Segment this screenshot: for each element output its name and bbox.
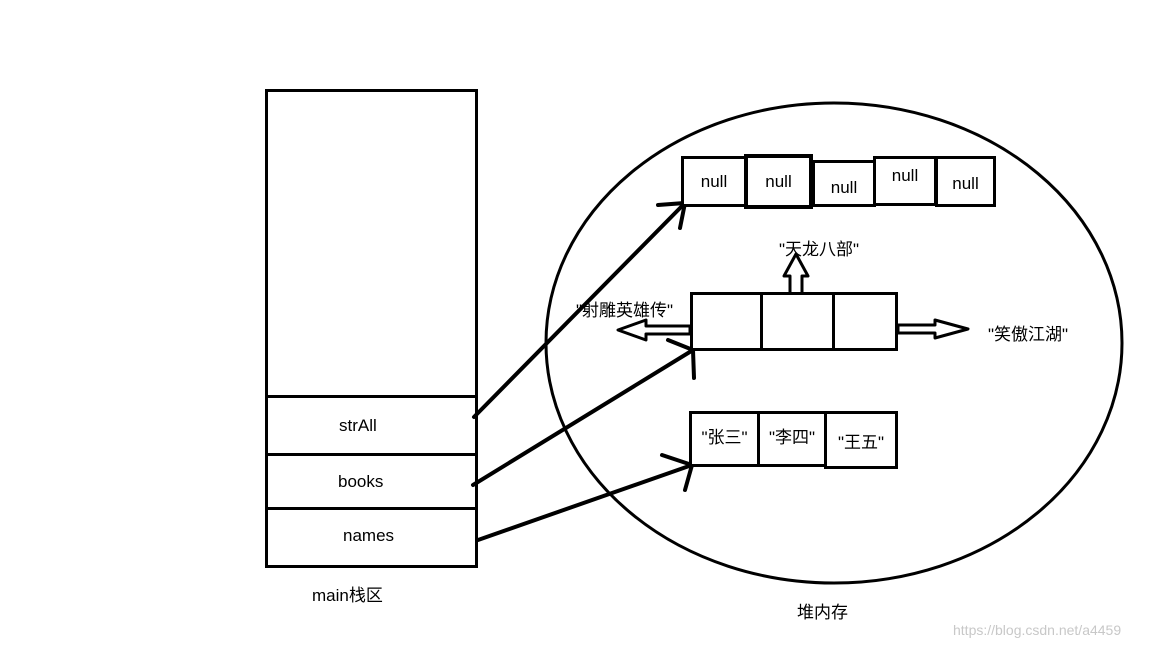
var-label-strall: strAll [339,416,377,435]
books-cell [690,292,763,351]
reference-arrows [471,200,696,542]
stack-slot-names [265,507,478,568]
names-cell: "王五" [824,411,898,469]
null-cell: null [812,160,876,207]
up-hollow-arrow [782,252,810,296]
null-cell: null [681,156,747,207]
var-label-books: books [338,472,384,491]
right-hollow-arrow [896,318,970,340]
stack-caption: main栈区 [312,586,383,605]
var-label-names: names [343,526,395,545]
watermark: https://blog.csdn.net/a4459 [953,622,1122,638]
books-arrow [471,348,695,487]
left-hollow-arrow [616,318,692,342]
book-label-left: "射雕英雄传" [576,301,674,320]
null-cell: null [873,156,937,206]
null-cell: null [744,154,813,209]
book-label-up: "天龙八部" [779,240,860,259]
names-arrow [476,463,694,542]
books-cell [832,292,898,351]
books-cell [760,292,835,351]
book-pointer-arrows [616,252,970,342]
strall-arrow [472,201,687,419]
names-cell: "张三" [689,411,760,467]
null-cell: null [935,156,996,207]
book-label-right: "笑傲江湖" [988,325,1069,344]
heap-caption: 堆内存 [797,603,848,622]
names-cell: "李四" [757,411,827,467]
